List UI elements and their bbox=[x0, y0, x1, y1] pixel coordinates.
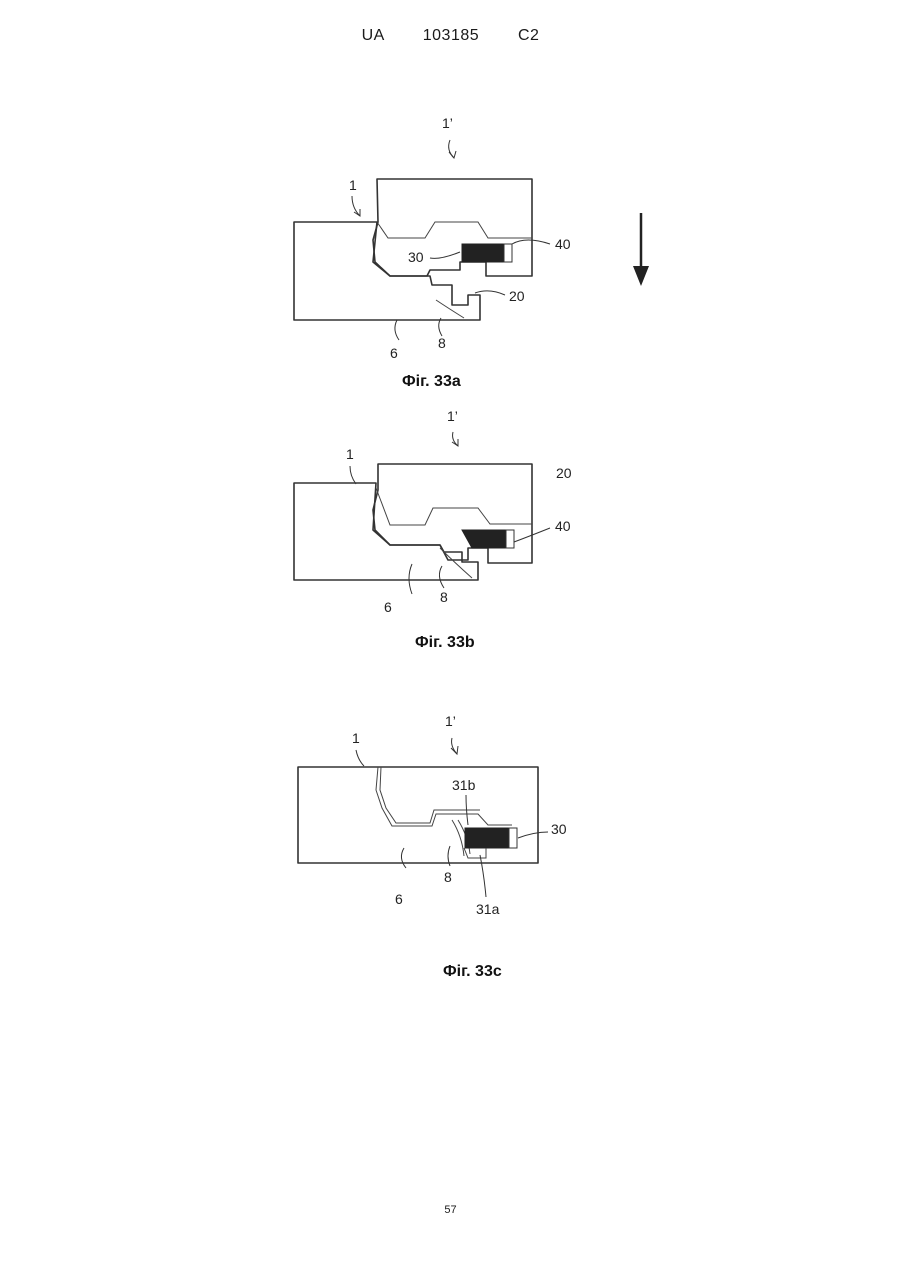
label-panel: 1 bbox=[352, 730, 360, 746]
spring-30 bbox=[465, 828, 509, 848]
label-tongue: 8 bbox=[444, 869, 452, 885]
figure-33c: 1’ 1 31b 30 6 8 31a Фіг. 33c bbox=[0, 0, 901, 990]
label-body: 6 bbox=[395, 891, 403, 907]
label-panel-new: 1’ bbox=[445, 713, 456, 729]
page-number: 57 bbox=[0, 1204, 901, 1216]
label-spring: 30 bbox=[551, 821, 567, 837]
figure-caption: Фіг. 33c bbox=[443, 963, 502, 980]
panel-assembly-outline bbox=[298, 767, 538, 863]
label-part-b: 31b bbox=[452, 777, 476, 793]
label-part-a: 31a bbox=[476, 901, 500, 917]
